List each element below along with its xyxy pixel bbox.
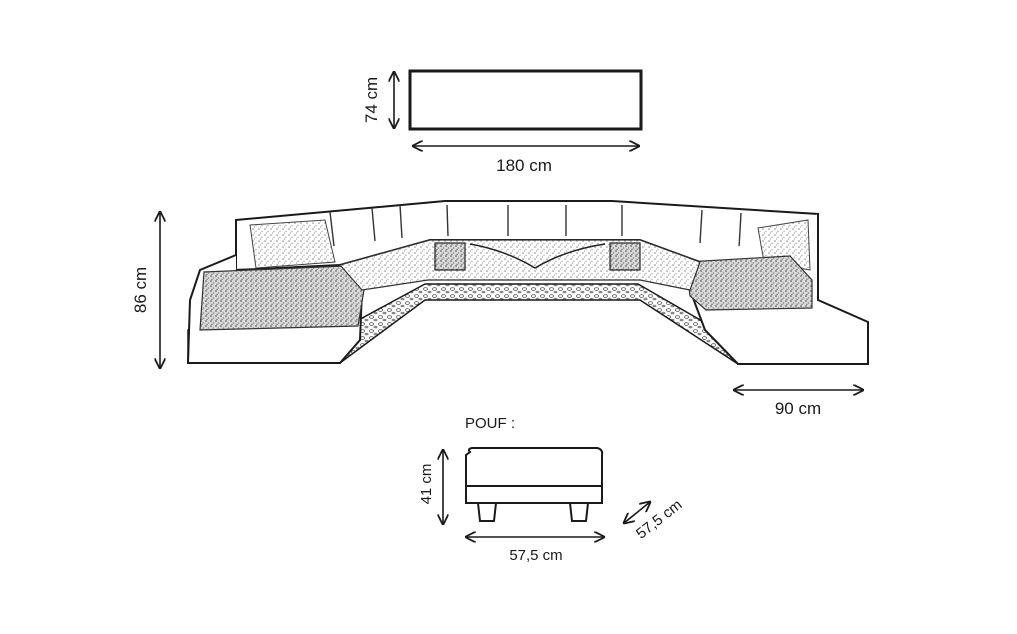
pouf-title: POUF : bbox=[465, 415, 515, 432]
table-outline bbox=[408, 69, 643, 131]
table-width-label: 180 cm bbox=[496, 156, 552, 175]
center-left-pillow bbox=[434, 242, 466, 271]
sofa-depth-label: 90 cm bbox=[775, 399, 821, 418]
pouf-drawing: POUF : 41 cm 57,5 cm 57,5 cm bbox=[418, 415, 685, 564]
pouf-depth-arrow bbox=[624, 502, 650, 523]
pouf-height-label: 41 cm bbox=[418, 464, 435, 505]
sofa-drawing: 86 cm 90 cm bbox=[131, 200, 869, 418]
table-drawing: 74 cm 180 cm bbox=[362, 69, 643, 175]
pouf-base bbox=[465, 485, 603, 504]
pouf-width-label: 57,5 cm bbox=[509, 547, 562, 564]
left-seat-cushion bbox=[199, 265, 365, 331]
pouf-leg-left bbox=[476, 502, 498, 522]
pouf-leg-right bbox=[568, 502, 590, 522]
right-seat-cushion bbox=[685, 255, 813, 311]
pouf-cushion bbox=[465, 447, 604, 487]
center-fold bbox=[469, 243, 606, 269]
pouf-depth-label: 57,5 cm bbox=[633, 496, 686, 542]
left-back-cushion bbox=[249, 219, 336, 269]
table-height-label: 74 cm bbox=[362, 77, 381, 123]
back-cushion-seams bbox=[329, 204, 742, 249]
sofa-height-label: 86 cm bbox=[131, 267, 150, 313]
center-right-pillow bbox=[609, 242, 641, 271]
